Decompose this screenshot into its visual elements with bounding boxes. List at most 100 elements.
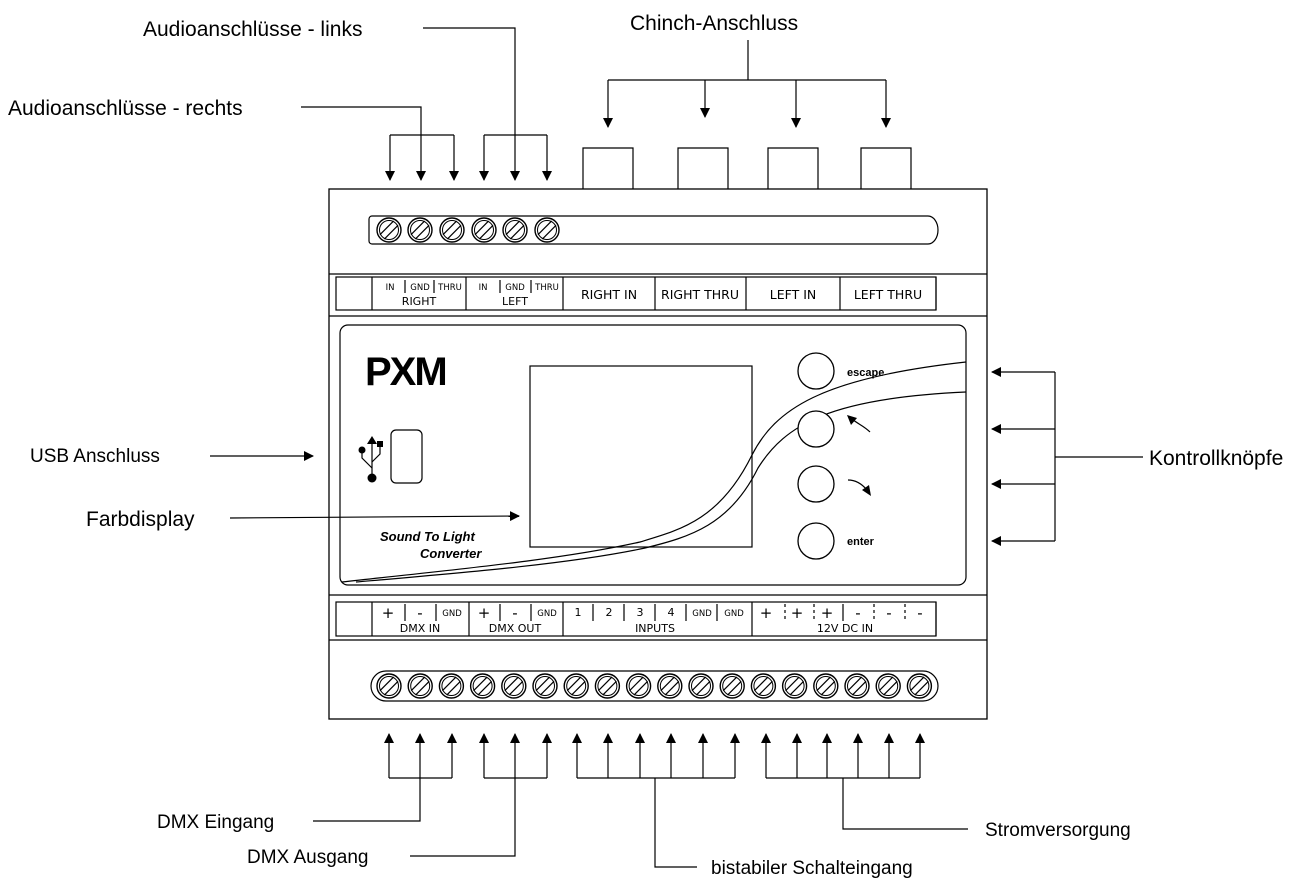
label-left-in-rca: LEFT IN — [770, 287, 816, 302]
callout-chinch: Chinch-Anschluss — [630, 12, 798, 35]
down-button[interactable] — [797, 465, 835, 503]
dc-minus-1: - — [855, 604, 860, 622]
top-screw-1-slot — [379, 220, 395, 236]
top-screw-5-slot — [509, 224, 525, 240]
dc-minus-3: - — [917, 604, 922, 622]
label-left-gnd: GND — [505, 283, 525, 293]
top-screw-3-slot — [446, 224, 462, 240]
callout-usb: USB Anschluss — [30, 446, 160, 467]
bottom-screw-9-slot — [629, 676, 644, 692]
bottom-screw-9-slot — [633, 680, 649, 696]
chinch-sockets — [582, 147, 912, 189]
bottom-screw-15-slot — [816, 676, 831, 692]
bottom-screw-12-slot — [727, 680, 742, 696]
callout-bistabil: bistabiler Schalteingang — [711, 858, 913, 879]
top-screw-4-slot — [474, 220, 490, 236]
callout-audio-links: Audioanschlüsse - links — [143, 18, 362, 41]
bottom-label-row: + - GND DMX IN + - GND DMX OUT 1 2 3 4 G… — [335, 601, 937, 637]
bottom-screw-16-slot — [847, 676, 863, 692]
bottom-screw-15 — [813, 673, 839, 699]
pxm-logo: PXM — [365, 350, 446, 394]
top-screw-1 — [376, 217, 402, 243]
escape-label: escape — [847, 367, 884, 379]
bottom-screw-14-rim — [784, 676, 805, 696]
arrow-up-icon — [847, 415, 871, 433]
bottom-screw-8-slot — [597, 676, 613, 692]
bottom-screw-6-slot — [535, 676, 551, 692]
bottom-screw-11 — [688, 673, 714, 699]
callout-dmx-eingang: DMX Eingang — [157, 812, 274, 833]
top-screw-3 — [439, 217, 465, 243]
bottom-screw-16 — [844, 673, 870, 699]
front-panel: PXM Sound To Light Converter escape ente… — [339, 324, 967, 586]
label-dmx-in: DMX IN — [400, 622, 440, 635]
bottom-screw-9-rim — [628, 676, 649, 696]
bottom-screw-7-rim — [566, 676, 587, 696]
callout-strom: Stromversorgung — [985, 820, 1131, 841]
bottom-screw-12-slot — [722, 676, 738, 692]
label-inputs: INPUTS — [635, 622, 675, 635]
label-right-thru-rca: RIGHT THRU — [661, 287, 739, 302]
bottom-screw-2-slot — [410, 676, 426, 692]
dc-plus-2: + — [791, 604, 804, 622]
bottom-screw-18 — [906, 673, 933, 699]
up-button[interactable] — [797, 410, 835, 448]
bottom-screw-5-slot — [508, 680, 524, 696]
bottom-screw-17-rim — [878, 676, 899, 696]
product-line1: Sound To Light — [380, 529, 475, 544]
bottom-screw-3-slot — [441, 676, 457, 692]
bottom-screw-7 — [563, 673, 589, 699]
top-screw-5-rim — [505, 220, 525, 240]
top-screw-1-slot — [383, 224, 399, 240]
dc-plus-1: + — [760, 604, 773, 622]
bottom-terminal-strip — [370, 670, 939, 702]
top-screw-6-slot — [537, 220, 553, 236]
top-screw-4-slot — [478, 224, 494, 240]
input-2: 2 — [606, 606, 613, 619]
bottom-screw-3 — [438, 673, 465, 699]
top-screw-5-slot — [505, 220, 521, 236]
bottom-screw-11-rim — [691, 676, 711, 696]
bottom-screw-10-slot — [660, 676, 675, 692]
callout-audio-rechts: Audioanschlüsse - rechts — [8, 97, 243, 120]
bottom-screw-5-slot — [504, 676, 519, 692]
callout-kontroll: Kontrollknöpfe — [1149, 447, 1283, 470]
bottom-screw-7-slot — [571, 680, 586, 696]
label-right-thru: THRU — [437, 283, 462, 293]
bottom-screw-13-slot — [753, 676, 769, 692]
input-3: 3 — [637, 606, 644, 619]
bottom-screw-1 — [376, 673, 402, 699]
callout-dmx-ausgang: DMX Ausgang — [247, 847, 368, 868]
bottom-screw-17 — [875, 673, 901, 699]
bottom-screw-10-rim — [659, 676, 680, 696]
bottom-screw-8-rim — [597, 676, 618, 696]
bottom-screw-6 — [532, 673, 558, 699]
top-terminal-strip — [368, 215, 939, 245]
bottom-screw-7-slot — [566, 676, 582, 692]
bottom-screw-14 — [781, 673, 808, 699]
bottom-screw-6-rim — [535, 676, 555, 696]
bottom-screw-15-rim — [815, 676, 836, 696]
dmx-in-plus: + — [382, 604, 395, 622]
bottom-screw-11-slot — [691, 676, 707, 692]
bottom-screw-12-rim — [722, 676, 743, 696]
usb-icon — [358, 436, 383, 483]
input-4: 4 — [668, 606, 675, 619]
enter-button[interactable] — [797, 522, 835, 560]
bottom-screw-1-rim — [379, 676, 399, 696]
label-12v-dc-in: 12V DC IN — [817, 622, 873, 635]
top-screw-5 — [502, 217, 528, 243]
bottom-screw-16-slot — [851, 680, 867, 696]
bottom-screw-17-slot — [883, 680, 898, 696]
device-housing — [328, 188, 988, 720]
bottom-screw-4-rim — [472, 676, 493, 696]
bottom-screw-14-slot — [789, 680, 805, 696]
escape-button[interactable] — [797, 352, 835, 390]
bottom-screw-13 — [750, 673, 777, 699]
top-screw-2-rim — [410, 220, 430, 240]
bottom-screw-18-rim — [909, 676, 930, 696]
bottom-screw-18-slot — [909, 676, 925, 692]
top-screw-3-slot — [442, 220, 458, 236]
top-screw-1-rim — [379, 220, 399, 240]
input-gnd-2: GND — [724, 609, 744, 619]
